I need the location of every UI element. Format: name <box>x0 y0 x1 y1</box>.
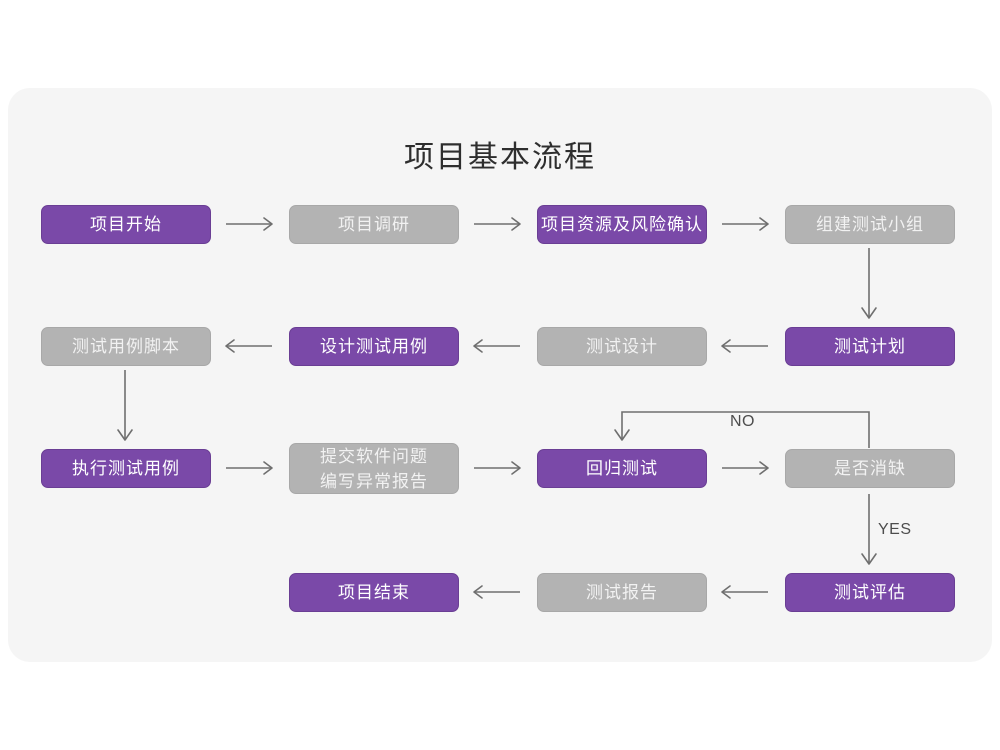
node-project-start[interactable]: 项目开始 <box>41 205 211 244</box>
node-execute-test-case[interactable]: 执行测试用例 <box>41 449 211 488</box>
node-regression-test[interactable]: 回归测试 <box>537 449 707 488</box>
edge-label-yes: YES <box>878 521 912 538</box>
node-design-test-case[interactable]: 设计测试用例 <box>289 327 459 366</box>
node-defect-resolved-decision[interactable]: 是否消缺 <box>785 449 955 488</box>
node-test-design[interactable]: 测试设计 <box>537 327 707 366</box>
node-test-evaluation[interactable]: 测试评估 <box>785 573 955 612</box>
node-test-plan[interactable]: 测试计划 <box>785 327 955 366</box>
node-form-test-team[interactable]: 组建测试小组 <box>785 205 955 244</box>
node-test-report[interactable]: 测试报告 <box>537 573 707 612</box>
diagram-card <box>8 88 992 662</box>
page-title: 项目基本流程 <box>404 141 596 174</box>
node-resource-risk-confirm[interactable]: 项目资源及风险确认 <box>537 205 707 244</box>
node-test-case-script[interactable]: 测试用例脚本 <box>41 327 211 366</box>
node-submit-defect-report[interactable]: 提交软件问题 编写异常报告 <box>289 443 459 494</box>
edge-label-no: NO <box>730 413 755 430</box>
node-project-research[interactable]: 项目调研 <box>289 205 459 244</box>
node-project-end[interactable]: 项目结束 <box>289 573 459 612</box>
